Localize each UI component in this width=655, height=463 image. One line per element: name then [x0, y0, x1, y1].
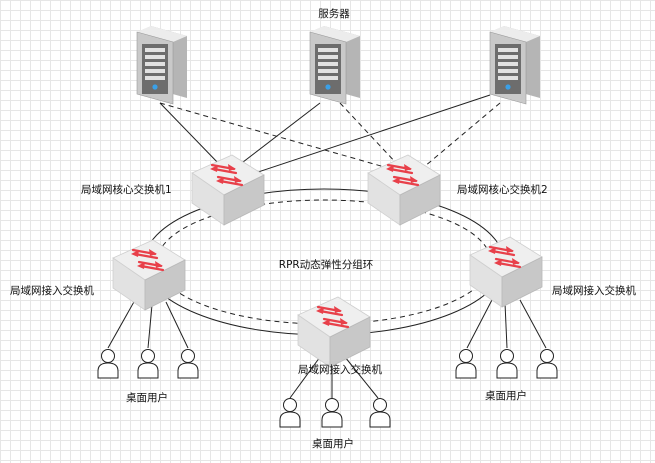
access-switch-center-icon — [296, 295, 372, 369]
user-icon — [496, 349, 518, 379]
user-icon — [536, 349, 558, 379]
access-switch-left-icon — [111, 238, 187, 312]
ring-label: RPR动态弹性分组环 — [279, 258, 373, 271]
server-icon — [489, 25, 541, 105]
user-group-right-label: 桌面用户 — [485, 389, 527, 402]
core-switch-1-icon — [190, 153, 266, 227]
access-switch-right-label: 局域网接入交换机 — [552, 284, 636, 297]
user-icon — [177, 349, 199, 379]
access-switch-center-label: 局域网接入交换机 — [298, 363, 382, 376]
access-switch-left-label: 局域网接入交换机 — [10, 284, 94, 297]
server-core-links — [159, 94, 501, 179]
user-icon — [279, 398, 301, 428]
user-icon — [137, 349, 159, 379]
user-group-center-label: 桌面用户 — [312, 437, 354, 450]
server-icon — [136, 25, 188, 105]
user-icon — [321, 398, 343, 428]
core-switch-2-label: 局域网核心交换机2 — [457, 183, 548, 196]
user-icon — [455, 349, 477, 379]
server-icon — [309, 25, 361, 105]
core-switch-1-label: 局域网核心交换机1 — [81, 183, 172, 196]
user-icon — [97, 349, 119, 379]
servers-label: 服务器 — [318, 7, 350, 20]
user-group-left-label: 桌面用户 — [126, 391, 168, 404]
user-icon — [369, 398, 391, 428]
access-switch-right-icon — [468, 235, 544, 309]
